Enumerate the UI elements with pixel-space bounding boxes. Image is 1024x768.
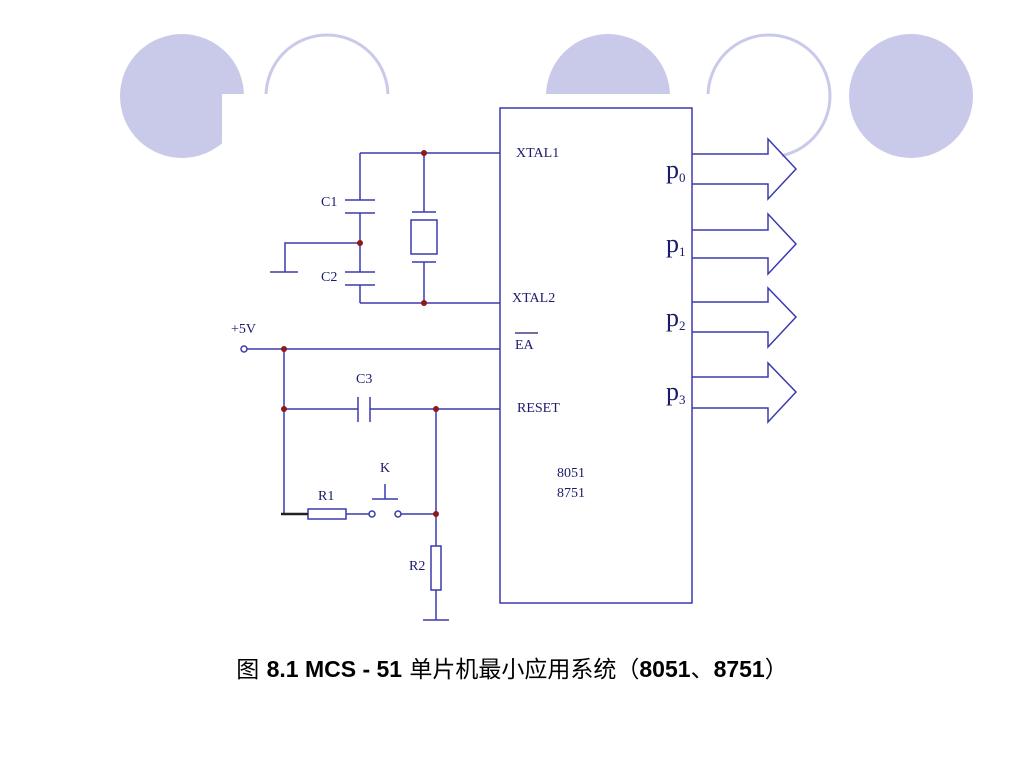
caption-figure-number: 8.1 MCS - 51 bbox=[266, 656, 403, 682]
port-arrow-p2 bbox=[692, 286, 798, 349]
label-c2: C2 bbox=[321, 270, 337, 285]
capacitor-c3 bbox=[284, 397, 500, 422]
decor-circle-1 bbox=[120, 34, 244, 158]
port-label-p0: p0 bbox=[666, 155, 686, 185]
port-arrow-p3 bbox=[692, 361, 798, 424]
caption-title: 单片机最小应用系统（ bbox=[402, 657, 640, 683]
label-plus5v: +5V bbox=[231, 322, 256, 337]
port-label-p3: p3 bbox=[666, 377, 686, 407]
label-xtal1: XTAL1 bbox=[516, 146, 559, 161]
label-c1: C1 bbox=[321, 195, 337, 210]
switch-k bbox=[372, 484, 398, 500]
label-ea: EA bbox=[515, 338, 535, 353]
label-xtal2: XTAL2 bbox=[512, 291, 555, 306]
crystal bbox=[410, 219, 438, 255]
label-r2: R2 bbox=[409, 559, 425, 574]
label-k: K bbox=[380, 461, 390, 476]
caption-model-8751: 8751 bbox=[713, 656, 765, 682]
caption-suffix: ） bbox=[764, 657, 788, 683]
resistor-r1 bbox=[307, 508, 347, 520]
port-arrows bbox=[692, 137, 798, 424]
port-labels: p0 p1 p2 p3 bbox=[666, 155, 686, 407]
port-arrow-p1 bbox=[692, 212, 798, 276]
chip-label-8051: 8051 bbox=[557, 466, 585, 481]
circuit bbox=[240, 107, 798, 621]
caption-separator: 、 bbox=[690, 657, 714, 683]
resistor-r2 bbox=[430, 545, 442, 591]
caption-model-8051: 8051 bbox=[639, 656, 691, 682]
label-reset: RESET bbox=[517, 401, 560, 416]
label-c3: C3 bbox=[356, 372, 372, 387]
port-arrow-p0 bbox=[692, 137, 798, 201]
port-label-p1: p1 bbox=[666, 229, 686, 259]
port-label-p2: p2 bbox=[666, 303, 686, 333]
chip-8051 bbox=[499, 107, 693, 604]
label-r1: R1 bbox=[318, 489, 334, 504]
decor-circle-5 bbox=[849, 34, 973, 158]
ground-symbol-1 bbox=[270, 242, 360, 273]
caption-prefix: 图 bbox=[236, 657, 267, 683]
figure-caption: 图 8.1 MCS - 51 单片机最小应用系统（8051、8751） bbox=[0, 650, 1024, 684]
chip-label-8751: 8751 bbox=[557, 486, 585, 501]
junction-nodes bbox=[281, 150, 439, 517]
